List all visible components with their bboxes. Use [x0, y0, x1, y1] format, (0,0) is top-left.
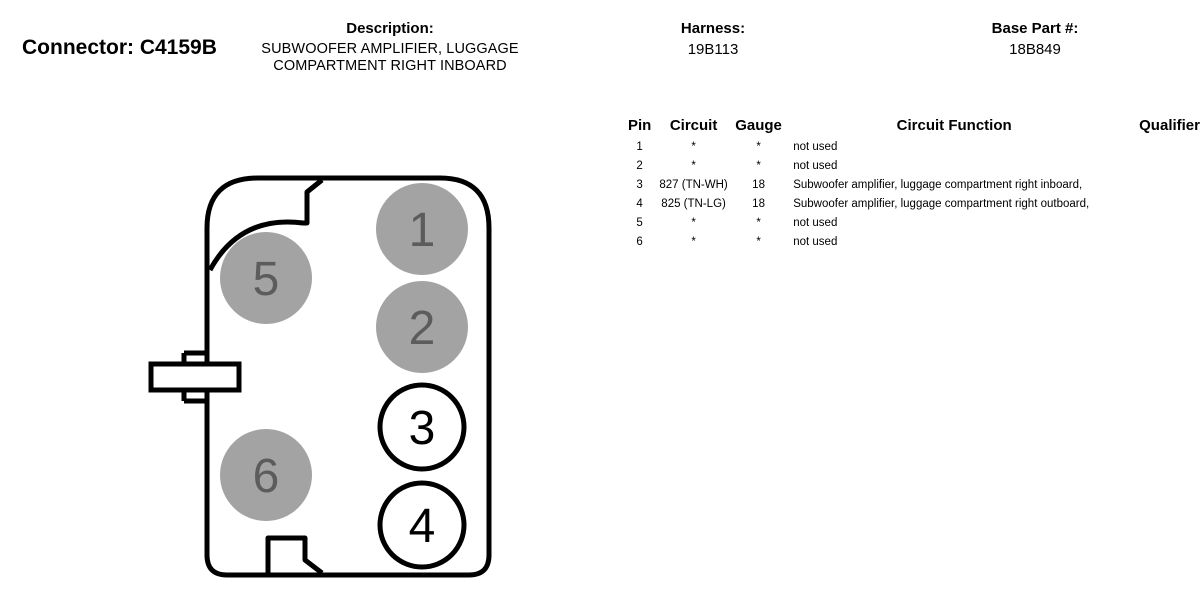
table-row: 6 * * not used [622, 233, 1200, 252]
connector-label: Connector: C4159B [22, 36, 217, 59]
pin-table: Pin Circuit Gauge Circuit Function Quali… [622, 117, 1200, 252]
cell-function: not used [793, 236, 838, 248]
cell-pin: 5 [636, 217, 643, 229]
cell-function: Subwoofer amplifier, luggage compartment… [793, 198, 1090, 210]
cavity-circle [220, 232, 312, 324]
cell-function: not used [793, 217, 838, 229]
cell-qualifier [1121, 157, 1200, 176]
cavity-5: 5 [220, 232, 312, 324]
cell-gauge: * [756, 236, 761, 248]
cavity-number: 4 [409, 500, 436, 553]
cell-qualifier [1121, 233, 1200, 252]
cavity-4: 4 [377, 480, 467, 570]
cell-gauge: 18 [752, 198, 765, 210]
cavity-circle [220, 429, 312, 521]
cell-pin: 4 [636, 198, 643, 210]
cell-circuit: 827 (TN-WH) [659, 179, 728, 191]
description-block: Description: SUBWOOFER AMPLIFIER, LUGGAG… [240, 20, 540, 75]
base-part-value: 18B849 [1009, 41, 1061, 58]
cavity-circle [377, 480, 467, 570]
pin-table-header: Pin Circuit Gauge Circuit Function Quali… [622, 117, 1200, 138]
cavity-number: 6 [253, 450, 280, 503]
locking-latch [148, 350, 242, 404]
cell-gauge: * [756, 217, 761, 229]
column-header-function: Circuit Function [896, 117, 1012, 134]
table-row: 2 * * not used [622, 157, 1200, 176]
cell-qualifier [1121, 176, 1200, 195]
cell-pin: 3 [636, 179, 643, 191]
harness-block: Harness: 19B113 [640, 20, 786, 59]
cavity-number: 2 [409, 302, 436, 355]
cell-pin: 2 [636, 160, 643, 172]
cavity-group: 1 2 3 4 5 6 [220, 183, 468, 570]
description-title: Description: [346, 20, 434, 37]
keying-notch-top [207, 178, 324, 272]
cell-qualifier [1121, 138, 1200, 157]
table-row: 4 825 (TN-LG) 18 Subwoofer amplifier, lu… [622, 195, 1200, 214]
cell-function: not used [793, 160, 838, 172]
cell-circuit: * [691, 217, 696, 229]
cell-circuit: 825 (TN-LG) [661, 198, 726, 210]
keying-notch-bottom [265, 535, 324, 575]
connector-housing-outline [204, 175, 492, 578]
cavity-number: 3 [409, 402, 436, 455]
cavity-6: 6 [220, 429, 312, 521]
connector-face-diagram: 1 2 3 4 5 6 [148, 175, 492, 578]
cavity-number: 5 [253, 253, 280, 306]
cell-function: Subwoofer amplifier, luggage compartment… [793, 179, 1083, 191]
cell-qualifier [1121, 195, 1200, 214]
cavity-circle [376, 281, 468, 373]
cell-pin: 6 [636, 236, 643, 248]
table-row: 1 * * not used [622, 138, 1200, 157]
cell-function: not used [793, 141, 838, 153]
cavity-circle [376, 183, 468, 275]
column-header-qualifier: Qualifier [1139, 117, 1200, 134]
base-part-title: Base Part #: [991, 20, 1079, 37]
base-part-block: Base Part #: 18B849 [950, 20, 1120, 59]
cell-gauge: * [756, 160, 761, 172]
column-header-pin: Pin [627, 117, 652, 134]
cavity-1: 1 [376, 183, 468, 275]
cavity-3: 3 [377, 382, 467, 472]
table-row: 5 * * not used [622, 214, 1200, 233]
description-value-line1: SUBWOOFER AMPLIFIER, LUGGAGE [261, 41, 519, 57]
cell-gauge: 18 [752, 179, 765, 191]
column-header-circuit: Circuit [669, 117, 718, 134]
cavity-circle [377, 382, 467, 472]
cell-circuit: * [691, 236, 696, 248]
cavity-number: 1 [409, 204, 436, 257]
cell-circuit: * [691, 141, 696, 153]
harness-title: Harness: [680, 20, 746, 37]
description-value-line2: COMPARTMENT RIGHT INBOARD [273, 58, 507, 74]
cell-circuit: * [691, 160, 696, 172]
cell-pin: 1 [636, 141, 643, 153]
cell-qualifier [1121, 214, 1200, 233]
harness-value: 19B113 [687, 41, 739, 58]
cell-gauge: * [756, 141, 761, 153]
table-row: 3 827 (TN-WH) 18 Subwoofer amplifier, lu… [622, 176, 1200, 195]
column-header-gauge: Gauge [735, 117, 782, 134]
cavity-2: 2 [376, 281, 468, 373]
